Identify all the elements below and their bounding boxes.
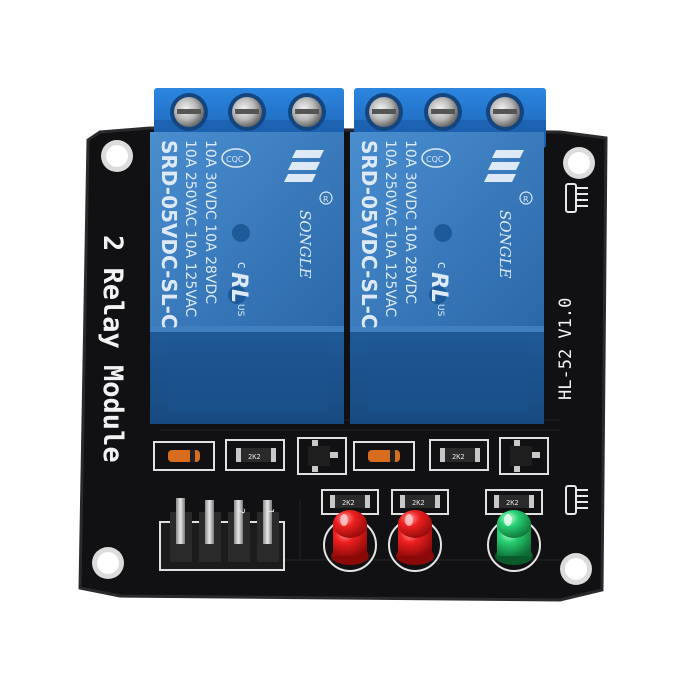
- songle-logo: R: [484, 150, 533, 205]
- transistor-2: [499, 437, 549, 475]
- relay-1: SRD-05VDC-SL-C 10A 250VAC 10A 125VAC 10A…: [150, 132, 344, 424]
- svg-text:RL: RL: [226, 272, 251, 303]
- mounting-holes: [92, 140, 595, 585]
- mounting-hole-bottom-right: [560, 553, 592, 585]
- header-pin: [170, 498, 192, 562]
- relay-rating-2: 10A 30VDC 10A 28VDC: [402, 140, 418, 304]
- cqc-label: CQC: [426, 155, 444, 164]
- relay-dot: [232, 224, 250, 242]
- resistor-2: 2K2: [429, 439, 489, 471]
- relay-brand: SONGLE: [296, 210, 314, 279]
- led-red-2: [388, 510, 442, 572]
- svg-text:2K2: 2K2: [412, 499, 425, 507]
- relay-2: SRD-05VDC-SL-C 10A 250VAC 10A 125VAC 10A…: [350, 132, 544, 424]
- svg-text:2K2: 2K2: [342, 499, 355, 507]
- relay-model: SRD-05VDC-SL-C: [357, 140, 381, 329]
- svg-text:US: US: [235, 304, 245, 317]
- relay-dot: [434, 224, 452, 242]
- header-pin: [228, 500, 250, 562]
- cqc-mark: [221, 148, 251, 168]
- resistor-3: 2K2: [321, 489, 379, 515]
- svg-text:2K2: 2K2: [452, 453, 465, 461]
- svg-text:c: c: [435, 262, 449, 269]
- board-title: 2 Relay Module: [97, 235, 128, 463]
- svg-text:2K2: 2K2: [248, 453, 261, 461]
- svg-text:US: US: [435, 304, 445, 317]
- diode-1: [153, 441, 215, 471]
- screw-terminal: [170, 93, 208, 131]
- screw-terminal: [486, 93, 524, 131]
- board-version: HL-52 V1.0: [556, 298, 576, 400]
- led-red-1: [323, 510, 377, 572]
- svg-text:R: R: [323, 195, 329, 204]
- ul-mark: c RL US: [226, 262, 251, 317]
- screw-terminal: [228, 93, 266, 131]
- ul-mark: c RL US: [426, 262, 451, 317]
- header-label-2: 2: [235, 508, 246, 514]
- relay-dot: [429, 286, 447, 304]
- resistor-1: 2K2: [225, 439, 285, 471]
- relay-brand: SONGLE: [496, 210, 514, 279]
- screw-icon: [565, 485, 588, 515]
- relay-model: SRD-05VDC-SL-C: [157, 140, 181, 329]
- songle-logo: R: [284, 150, 333, 205]
- screw-terminal: [424, 93, 462, 131]
- svg-text:2K2: 2K2: [506, 499, 519, 507]
- header-pin: [257, 500, 279, 562]
- screw-terminal: [365, 93, 403, 131]
- svg-text:RL: RL: [426, 272, 451, 303]
- screw-icon: [565, 183, 588, 213]
- relay-rating-1: 10A 250VAC 10A 125VAC: [182, 140, 198, 317]
- mounting-hole-top-left: [101, 140, 133, 172]
- resistor-5: 2K2: [485, 489, 543, 515]
- cqc-mark: [421, 148, 451, 168]
- led-green: [487, 510, 541, 572]
- mounting-hole-top-right: [563, 147, 595, 179]
- cqc-label: CQC: [226, 155, 244, 164]
- relay-rating-1: 10A 250VAC 10A 125VAC: [382, 140, 398, 317]
- pin-header: 1 2: [159, 498, 285, 571]
- diode-2: [353, 441, 415, 471]
- screw-terminal: [288, 93, 326, 131]
- relay-dot: [228, 286, 246, 304]
- relay-rating-2: 10A 30VDC 10A 28VDC: [202, 140, 218, 304]
- svg-text:c: c: [235, 262, 249, 269]
- transistor-1: [297, 437, 347, 475]
- header-label-1: 1: [264, 508, 275, 514]
- header-pin: [199, 500, 221, 562]
- svg-text:R: R: [523, 195, 529, 204]
- mounting-hole-bottom-left: [92, 547, 124, 579]
